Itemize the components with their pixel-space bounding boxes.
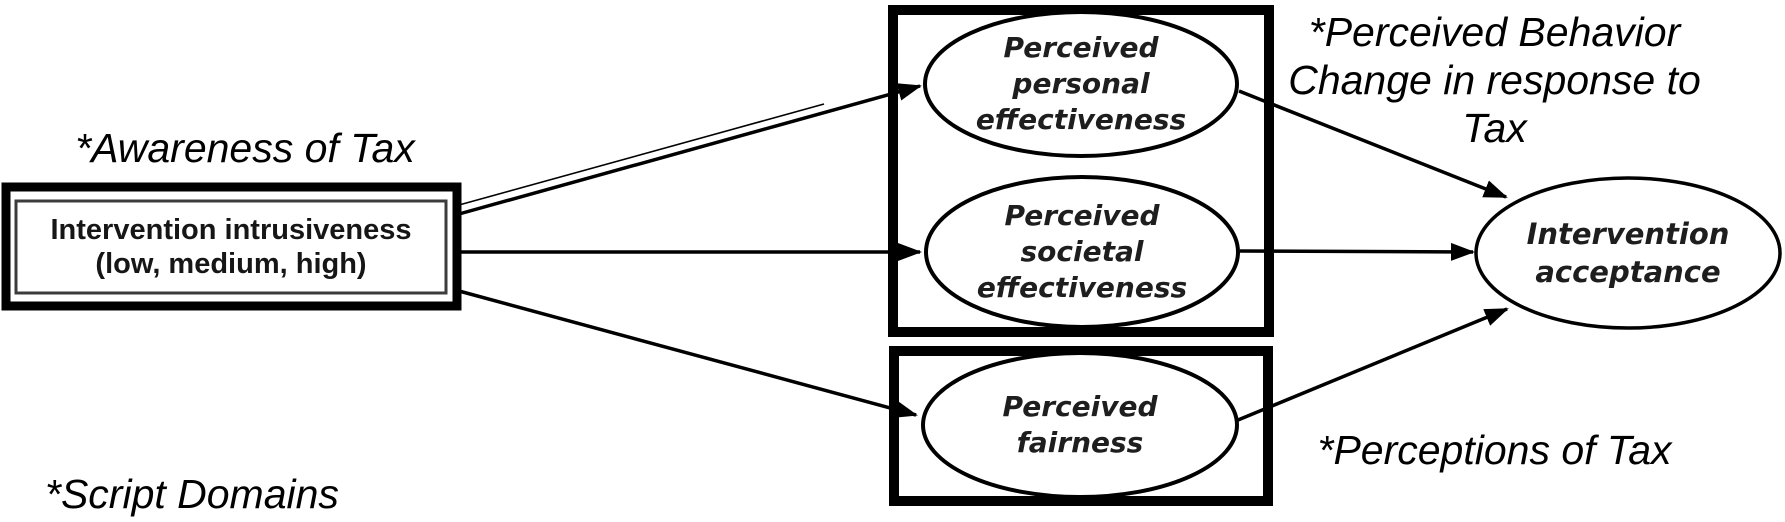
arrow-fairness-to-acceptance	[1237, 307, 1509, 422]
acceptance-ellipse	[1474, 176, 1782, 330]
arrow-personal-to-acceptance	[1238, 89, 1508, 199]
intrusiveness-box-label: Intervention intrusiveness (low, medium,…	[50, 214, 412, 280]
perceived-behavior-change-label: *Perceived Behavior Change in response t…	[1288, 9, 1701, 151]
societal-effectiveness-label: Perceived societal effectiveness	[976, 199, 1188, 304]
intrusiveness-outer-box	[1, 182, 462, 311]
perceptions-of-tax-label: *Perceptions of Tax	[1317, 427, 1672, 473]
societal-effectiveness-ellipse	[924, 175, 1240, 329]
acceptance-label: Intervention acceptance	[1526, 217, 1730, 289]
arrow-societal-to-acceptance	[1239, 242, 1475, 261]
intrusiveness-inner-box	[14, 199, 448, 295]
personal-effectiveness-ellipse	[923, 10, 1239, 158]
awareness-of-tax-label: *Awareness of Tax	[75, 125, 415, 171]
fairness-label: Perceived fairness	[1002, 390, 1158, 459]
personal-effectiveness-label: Perceived personal effectiveness	[975, 31, 1187, 136]
arrow-intrusiveness-personal-artifact	[458, 103, 825, 206]
arrow-intrusiveness-to-fairness	[458, 289, 918, 418]
fairness-ellipse	[921, 351, 1239, 499]
arrow-intrusiveness-to-personal	[458, 83, 922, 216]
script-domains-label: *Script Domains	[45, 471, 339, 517]
